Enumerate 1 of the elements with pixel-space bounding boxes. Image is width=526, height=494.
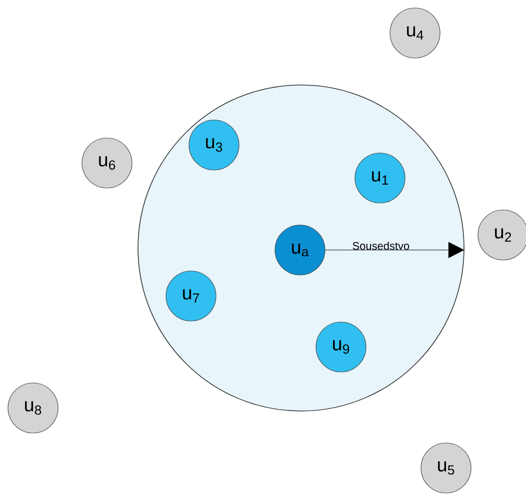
edge-label: Sousedstvo <box>352 242 410 250</box>
